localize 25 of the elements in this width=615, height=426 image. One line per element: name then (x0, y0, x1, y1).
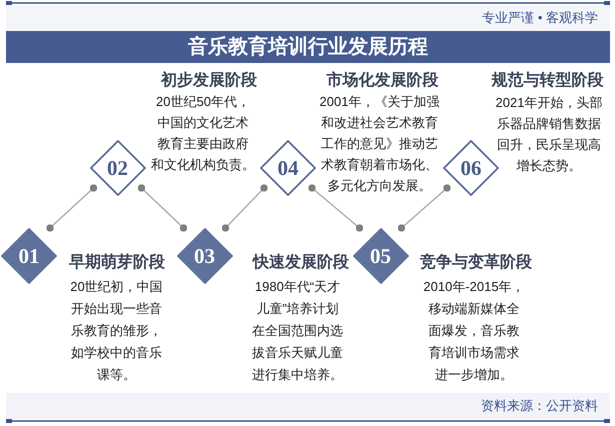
connector-line (222, 184, 268, 232)
stage-description: 20世纪初，中国开始出现一些音乐教育的雏形，如学校中的音乐课等。 (70, 278, 163, 384)
tagline: 专业严谨 • 客观科学 (482, 9, 598, 27)
connector-line (398, 184, 451, 232)
step-diamond: 01 (1, 228, 57, 284)
stage-heading: 初步发展阶段 (161, 71, 257, 91)
connector-line (46, 184, 98, 232)
source-note: 资料来源：公开资料 (481, 397, 598, 415)
connector-line (308, 184, 364, 232)
stage-description: 1980年代“天才儿童”培养计划在全国范围内选拔音乐天赋儿童进行集中培养。 (252, 278, 343, 384)
step-diamond: 05 (352, 228, 408, 284)
stage-heading: 快速发展阶段 (253, 253, 349, 273)
stage-heading: 市场化发展阶段 (326, 71, 438, 91)
stage-description: 2001年，《关于加强和改进社会艺术教育工作的意见》推动艺术教育朝着市场化、多元化方向发展。 (320, 93, 440, 195)
title-banner: 音乐教育培训行业发展历程 (6, 31, 610, 63)
step-diamond: 04 (260, 140, 316, 196)
step-diamond: 02 (90, 140, 146, 196)
step-diamond: 03 (176, 228, 232, 284)
stage-heading: 早期萌芽阶段 (69, 253, 165, 273)
step-diamond: 06 (443, 140, 499, 196)
connector-line (138, 184, 188, 232)
stage-heading: 规范与转型阶段 (492, 71, 604, 91)
stage-description: 2010年-2015年，移动端新媒体全面爆发，音乐教育培训市场需求进一步增加。 (423, 278, 525, 384)
stage-heading: 竞争与变革阶段 (420, 253, 532, 273)
stage-description: 20世纪50年代，中国的文化艺术教育主要由政府和文化机构负责。 (151, 93, 255, 174)
